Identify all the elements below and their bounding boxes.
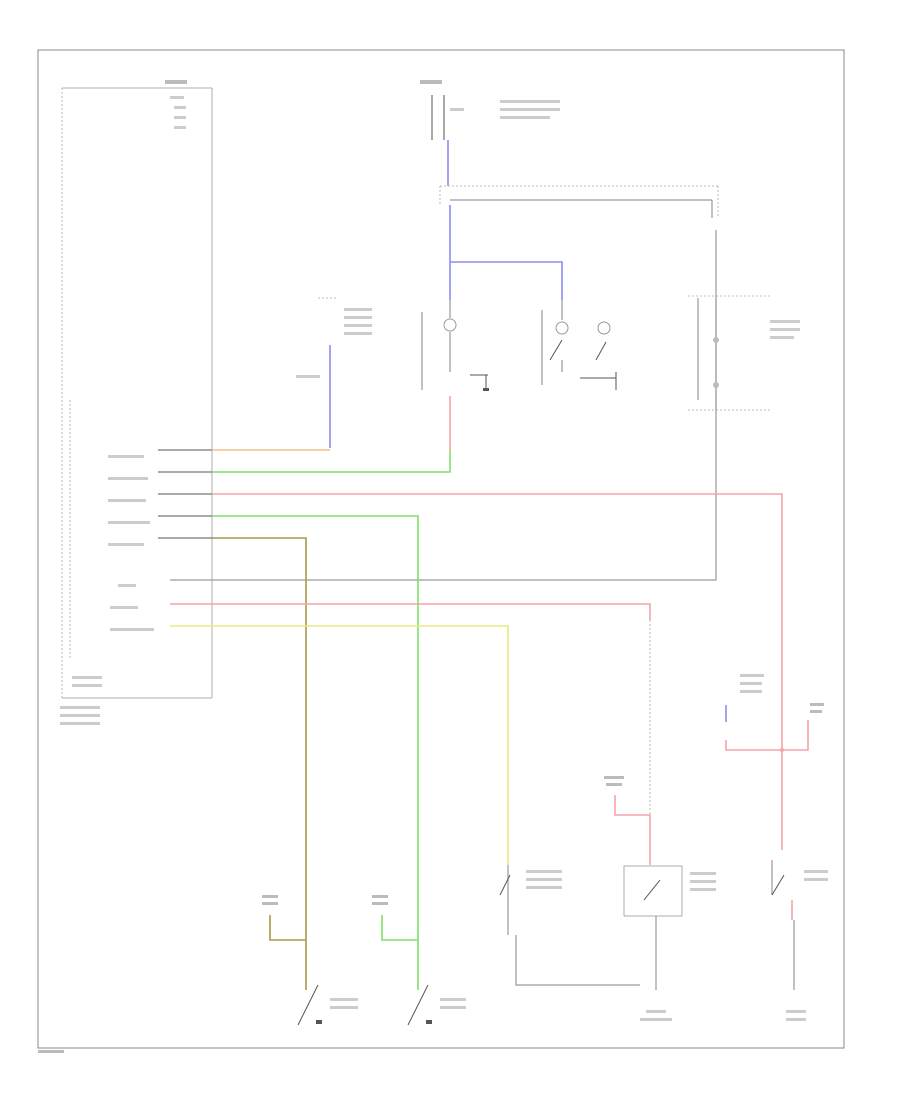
figure-id-mark [38, 1050, 64, 1053]
switch-red-right [771, 860, 828, 1021]
ground-junction-right [725, 674, 824, 752]
blue-stub [296, 297, 372, 448]
switch-yellow [499, 865, 640, 986]
switch-box-right [688, 295, 800, 411]
control-module [61, 87, 213, 699]
lamp-assembly-2 [541, 300, 617, 390]
switch-green [372, 895, 466, 1026]
lamp-assembly-1 [421, 300, 489, 391]
switch-olive [262, 895, 358, 1026]
diagram-frame [37, 49, 845, 1049]
module-top-marks [165, 80, 187, 129]
relay-box [623, 865, 716, 1021]
ground-junction-middle [604, 776, 651, 865]
signal-rows [158, 396, 783, 990]
row-label-bars [60, 455, 154, 725]
connector-top [439, 185, 719, 218]
fuse-source [420, 80, 560, 140]
